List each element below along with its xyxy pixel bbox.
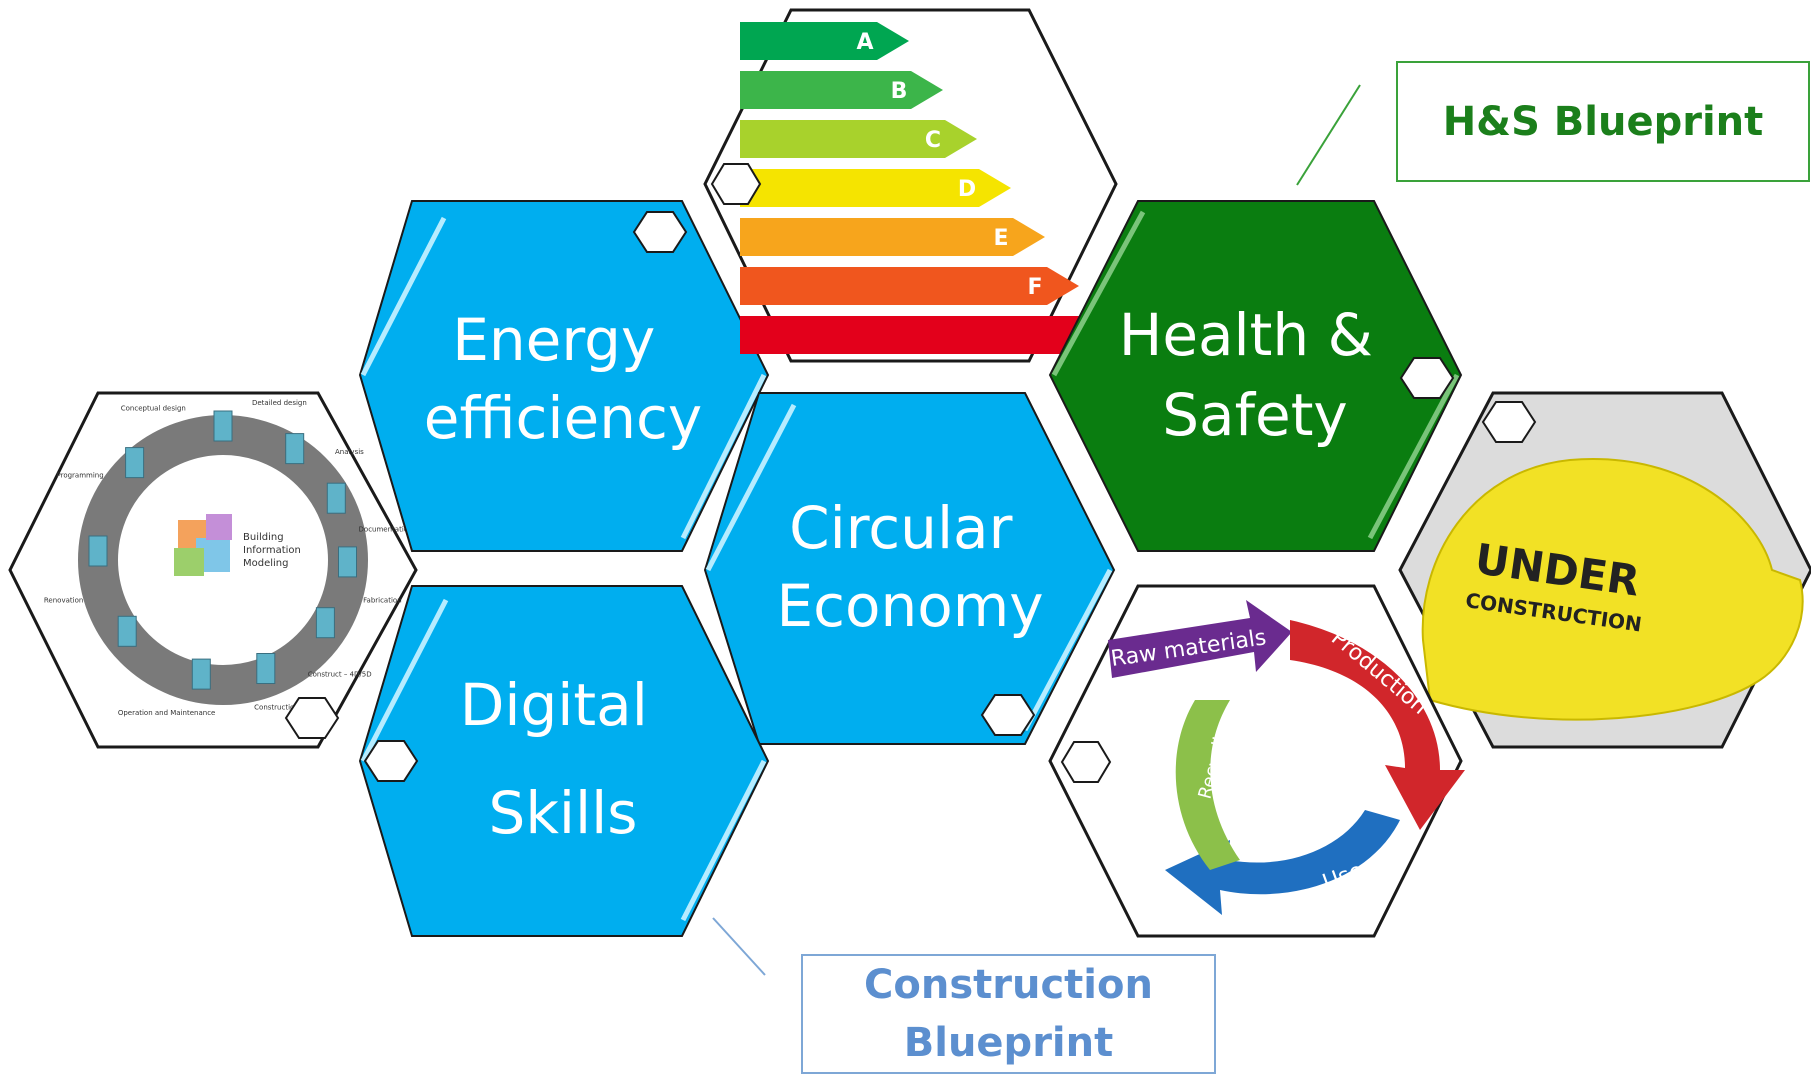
bim-building-icon [191, 658, 211, 690]
production-arrow [1290, 620, 1465, 830]
energy-class-label-e: E [993, 226, 1008, 251]
bim-building-icons [88, 410, 357, 690]
digital-skills-label: Digital Skills [460, 671, 667, 847]
bim-stage-label: Operation and Maintenance [118, 709, 216, 717]
circular-economy-corner-hexagon-icon [980, 694, 1036, 736]
bim-stage-label: Documentation [359, 525, 413, 533]
circular-cycle-corner-hexagon-icon [1060, 741, 1112, 783]
health-safety-corner-hexagon-icon [1399, 357, 1455, 399]
bim-building-icon [88, 535, 108, 567]
bim-building-icon [326, 482, 346, 514]
energy-class-bar-b [740, 71, 943, 109]
bim-building-icon [213, 410, 233, 442]
recycling-arrow [1175, 700, 1240, 870]
digital-skills-hexagon: Digital Skills [358, 585, 770, 937]
bim-building-icon [315, 607, 335, 639]
health-safety-hexagon: Health & Safety [1048, 200, 1463, 552]
energy-class-label-a: A [856, 30, 873, 55]
circular-economy-label: Circular Economy [776, 494, 1043, 640]
energy-class-bar-a [740, 22, 909, 60]
energy-efficiency-hexagon: Energy efficiency [358, 200, 770, 552]
circular-economy-hexagon: Circular Economy [703, 392, 1116, 745]
energy-class-label-c: C [925, 128, 941, 153]
bim-building-icon [285, 433, 305, 465]
energy-class-label-b: B [891, 79, 908, 104]
cb-connector-line [712, 917, 766, 976]
energy-efficiency-label: Energy efficiency [424, 306, 702, 452]
bim-building-icon [117, 615, 137, 647]
bim-stage-label: Detailed design [252, 399, 307, 407]
digital-skills-corner-hexagon-icon [363, 740, 419, 782]
bim-building-icon [125, 447, 145, 479]
construction-blueprint-line2: Blueprint [903, 1020, 1114, 1066]
energy-class-bar-g [740, 316, 1113, 354]
bim-stage-label: Programming [57, 472, 104, 480]
hard-hat-corner-hexagon-icon [1481, 401, 1537, 443]
bim-stage-label: Analysis [335, 448, 364, 456]
bim-stage-label: Conceptual design [121, 405, 186, 413]
bim-center-label: Building Information Modeling [243, 532, 304, 569]
bim-building-icon [338, 546, 357, 578]
bim-corner-hexagon-icon [284, 697, 340, 739]
hs-connector-line [1296, 84, 1361, 186]
use-arrow [1165, 810, 1400, 915]
energy-class-bar-d [740, 169, 1011, 207]
health-safety-label: Health & Safety [1119, 301, 1392, 449]
construction-blueprint-callout: Construction Blueprint [801, 954, 1216, 1074]
energy-class-label-f: F [1027, 275, 1042, 300]
energy-label-corner-hexagon-icon [710, 163, 762, 205]
energy-class-label-d: D [958, 177, 976, 202]
bim-stage-label: Renovation [44, 597, 83, 605]
bim-stage-label: Construct – 4D/5D [308, 671, 372, 679]
construction-blueprint-line1: Construction [864, 962, 1153, 1008]
hs-blueprint-text: H&S Blueprint [1442, 98, 1764, 145]
bim-building-icon [256, 653, 276, 684]
bim-stage-label: Fabrication [363, 597, 402, 605]
bim-hexagon: Building Information Modeling Conceptual… [8, 391, 418, 749]
energy-class-bar-f [740, 267, 1079, 305]
circular-cycle-hexagon: Raw materials Production Use Recycling [1048, 584, 1465, 938]
raw-materials-arrow [1108, 600, 1292, 678]
energy-class-bar-c [740, 120, 977, 158]
energy-class-bar-e [740, 218, 1045, 256]
bim-center-cube [174, 514, 232, 576]
hard-hat-hexagon: UNDER CONSTRUCTION [1398, 391, 1811, 749]
energy-corner-hexagon-icon [632, 211, 688, 253]
hs-blueprint-callout: H&S Blueprint [1396, 61, 1810, 182]
hard-hat-icon [1421, 458, 1804, 721]
